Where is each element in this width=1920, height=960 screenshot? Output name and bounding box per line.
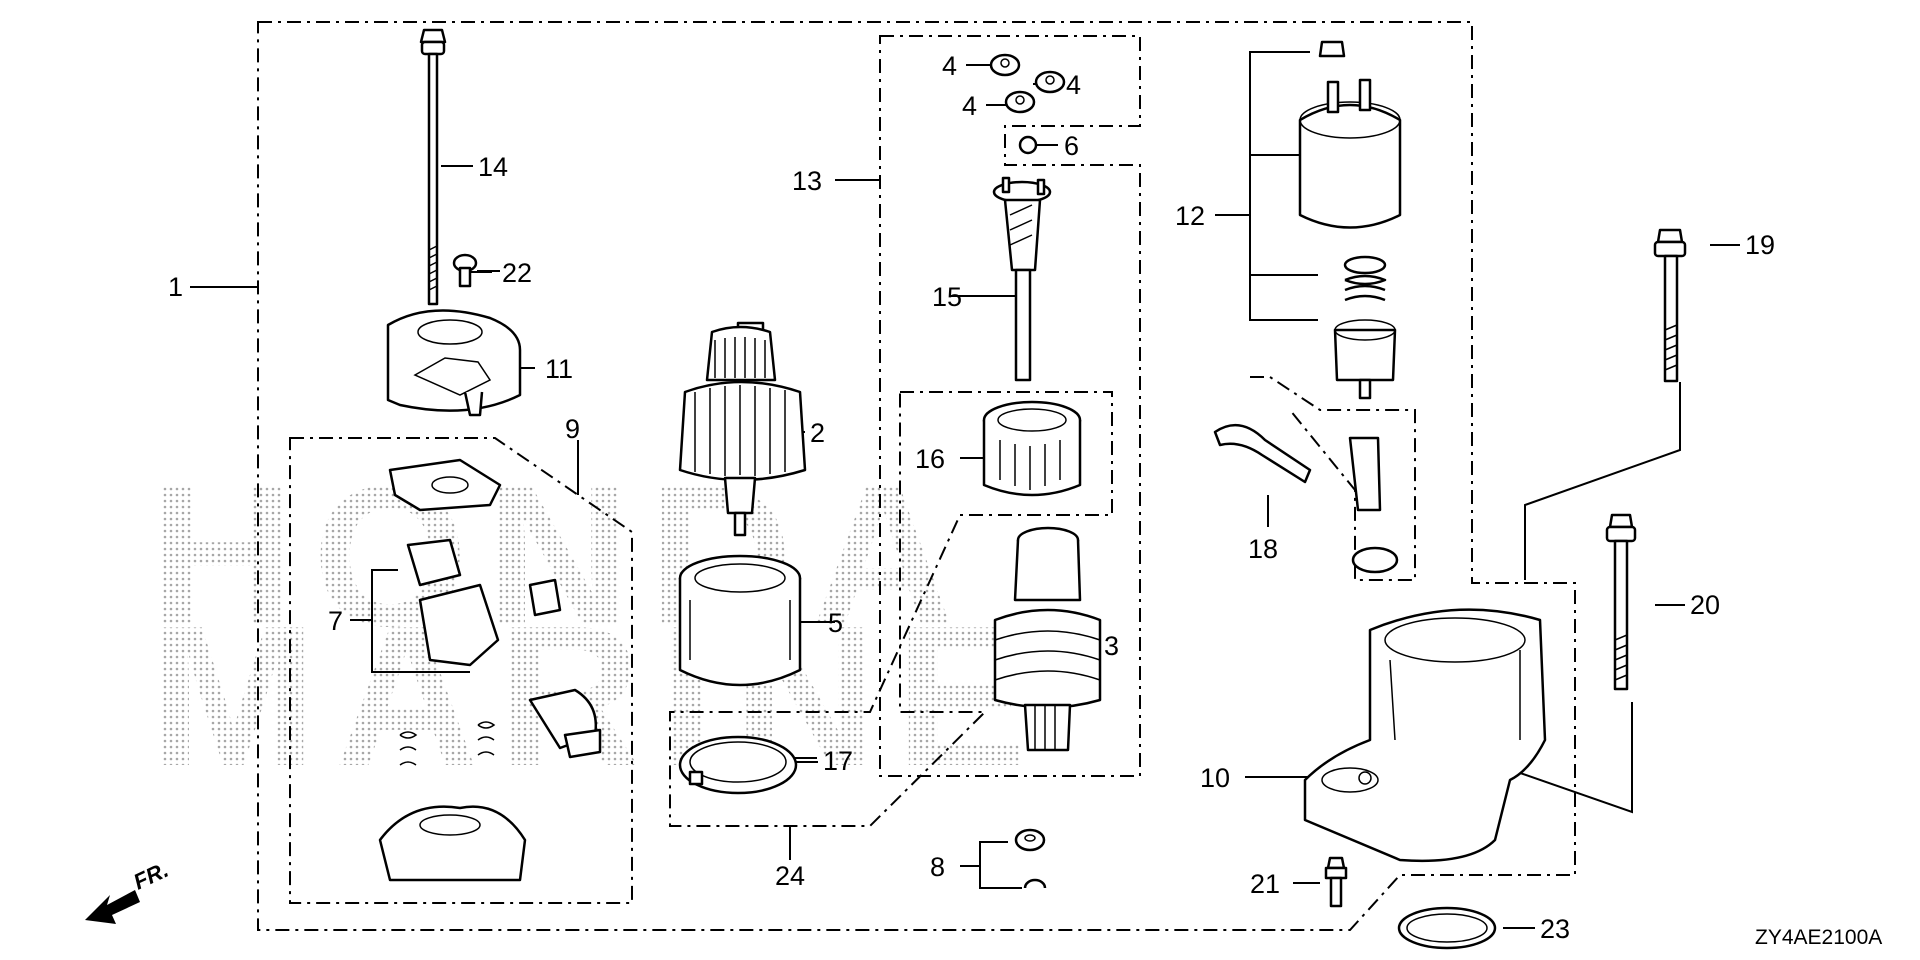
gear-shaft	[992, 176, 1052, 382]
callout-21: 21	[1250, 869, 1280, 899]
assembly-boundary-gear-set	[879, 35, 1141, 777]
watermark: HONDA MARINE	[150, 445, 1047, 808]
callout-4c: 4	[962, 91, 977, 121]
steel-ball	[1018, 135, 1038, 155]
nut-4b	[1034, 70, 1066, 94]
solenoid-group-line	[1250, 376, 1416, 581]
assembly-boundary-stop-ring-set	[669, 391, 1113, 827]
diagram-code: ZY4AE2100A	[1755, 926, 1882, 949]
callout-22: 22	[502, 258, 532, 288]
callout-19: 19	[1745, 230, 1775, 260]
callout-12: 12	[1175, 201, 1205, 231]
nut-4a	[989, 53, 1021, 77]
callout-18: 18	[1248, 534, 1278, 564]
callout-23: 23	[1540, 914, 1570, 944]
callout-14: 14	[478, 152, 508, 182]
front-direction-arrow: FR.	[85, 857, 172, 924]
callout-24: 24	[775, 861, 805, 891]
callout-11: 11	[545, 354, 573, 384]
callout-16: 16	[915, 444, 945, 474]
callout-labels: 1 2 3 4 4 4 5 6 7 8 9 10 11 12 13 14 15 …	[168, 51, 1775, 944]
solenoid	[1298, 40, 1402, 400]
callout-17: 17	[823, 746, 853, 776]
mounting-bolt-20	[1605, 513, 1637, 691]
mounting-bolt-19	[1653, 228, 1687, 383]
callout-1: 1	[168, 272, 183, 302]
callout-4a: 4	[942, 51, 957, 81]
callout-8: 8	[930, 852, 945, 882]
nut-4c	[1004, 90, 1036, 114]
callout-10: 10	[1200, 763, 1230, 793]
callout-20: 20	[1690, 590, 1720, 620]
screw-21	[1324, 856, 1348, 908]
o-ring	[1397, 906, 1497, 950]
internal-gear	[982, 400, 1082, 497]
callout-5: 5	[828, 608, 843, 638]
pinion-clutch	[993, 526, 1102, 752]
callout-2: 2	[810, 418, 825, 448]
lever-set	[1213, 423, 1399, 574]
callout-4b: 4	[1066, 70, 1081, 100]
assembly-boundary-brush-holder	[289, 437, 633, 904]
armature	[678, 321, 807, 537]
washer-and-clip	[1014, 828, 1047, 889]
front-bracket	[1303, 608, 1547, 863]
callout-7: 7	[328, 606, 343, 636]
assembly-boundary-starter-motor	[257, 21, 1576, 931]
callout-9: 9	[565, 414, 580, 444]
screw-22	[452, 253, 478, 288]
rear-cover	[386, 309, 522, 417]
callout-15: 15	[932, 282, 962, 312]
callout-6: 6	[1064, 131, 1079, 161]
callout-13: 13	[792, 166, 822, 196]
brush-holder-parts	[378, 458, 602, 882]
watermark-line-1: HONDA	[150, 445, 973, 668]
front-direction-label: FR.	[130, 857, 173, 895]
yoke	[678, 554, 802, 687]
through-bolt	[419, 28, 447, 306]
stop-ring	[678, 735, 798, 795]
watermark-line-2: MARINE	[150, 585, 1047, 808]
callout-3: 3	[1104, 631, 1119, 661]
